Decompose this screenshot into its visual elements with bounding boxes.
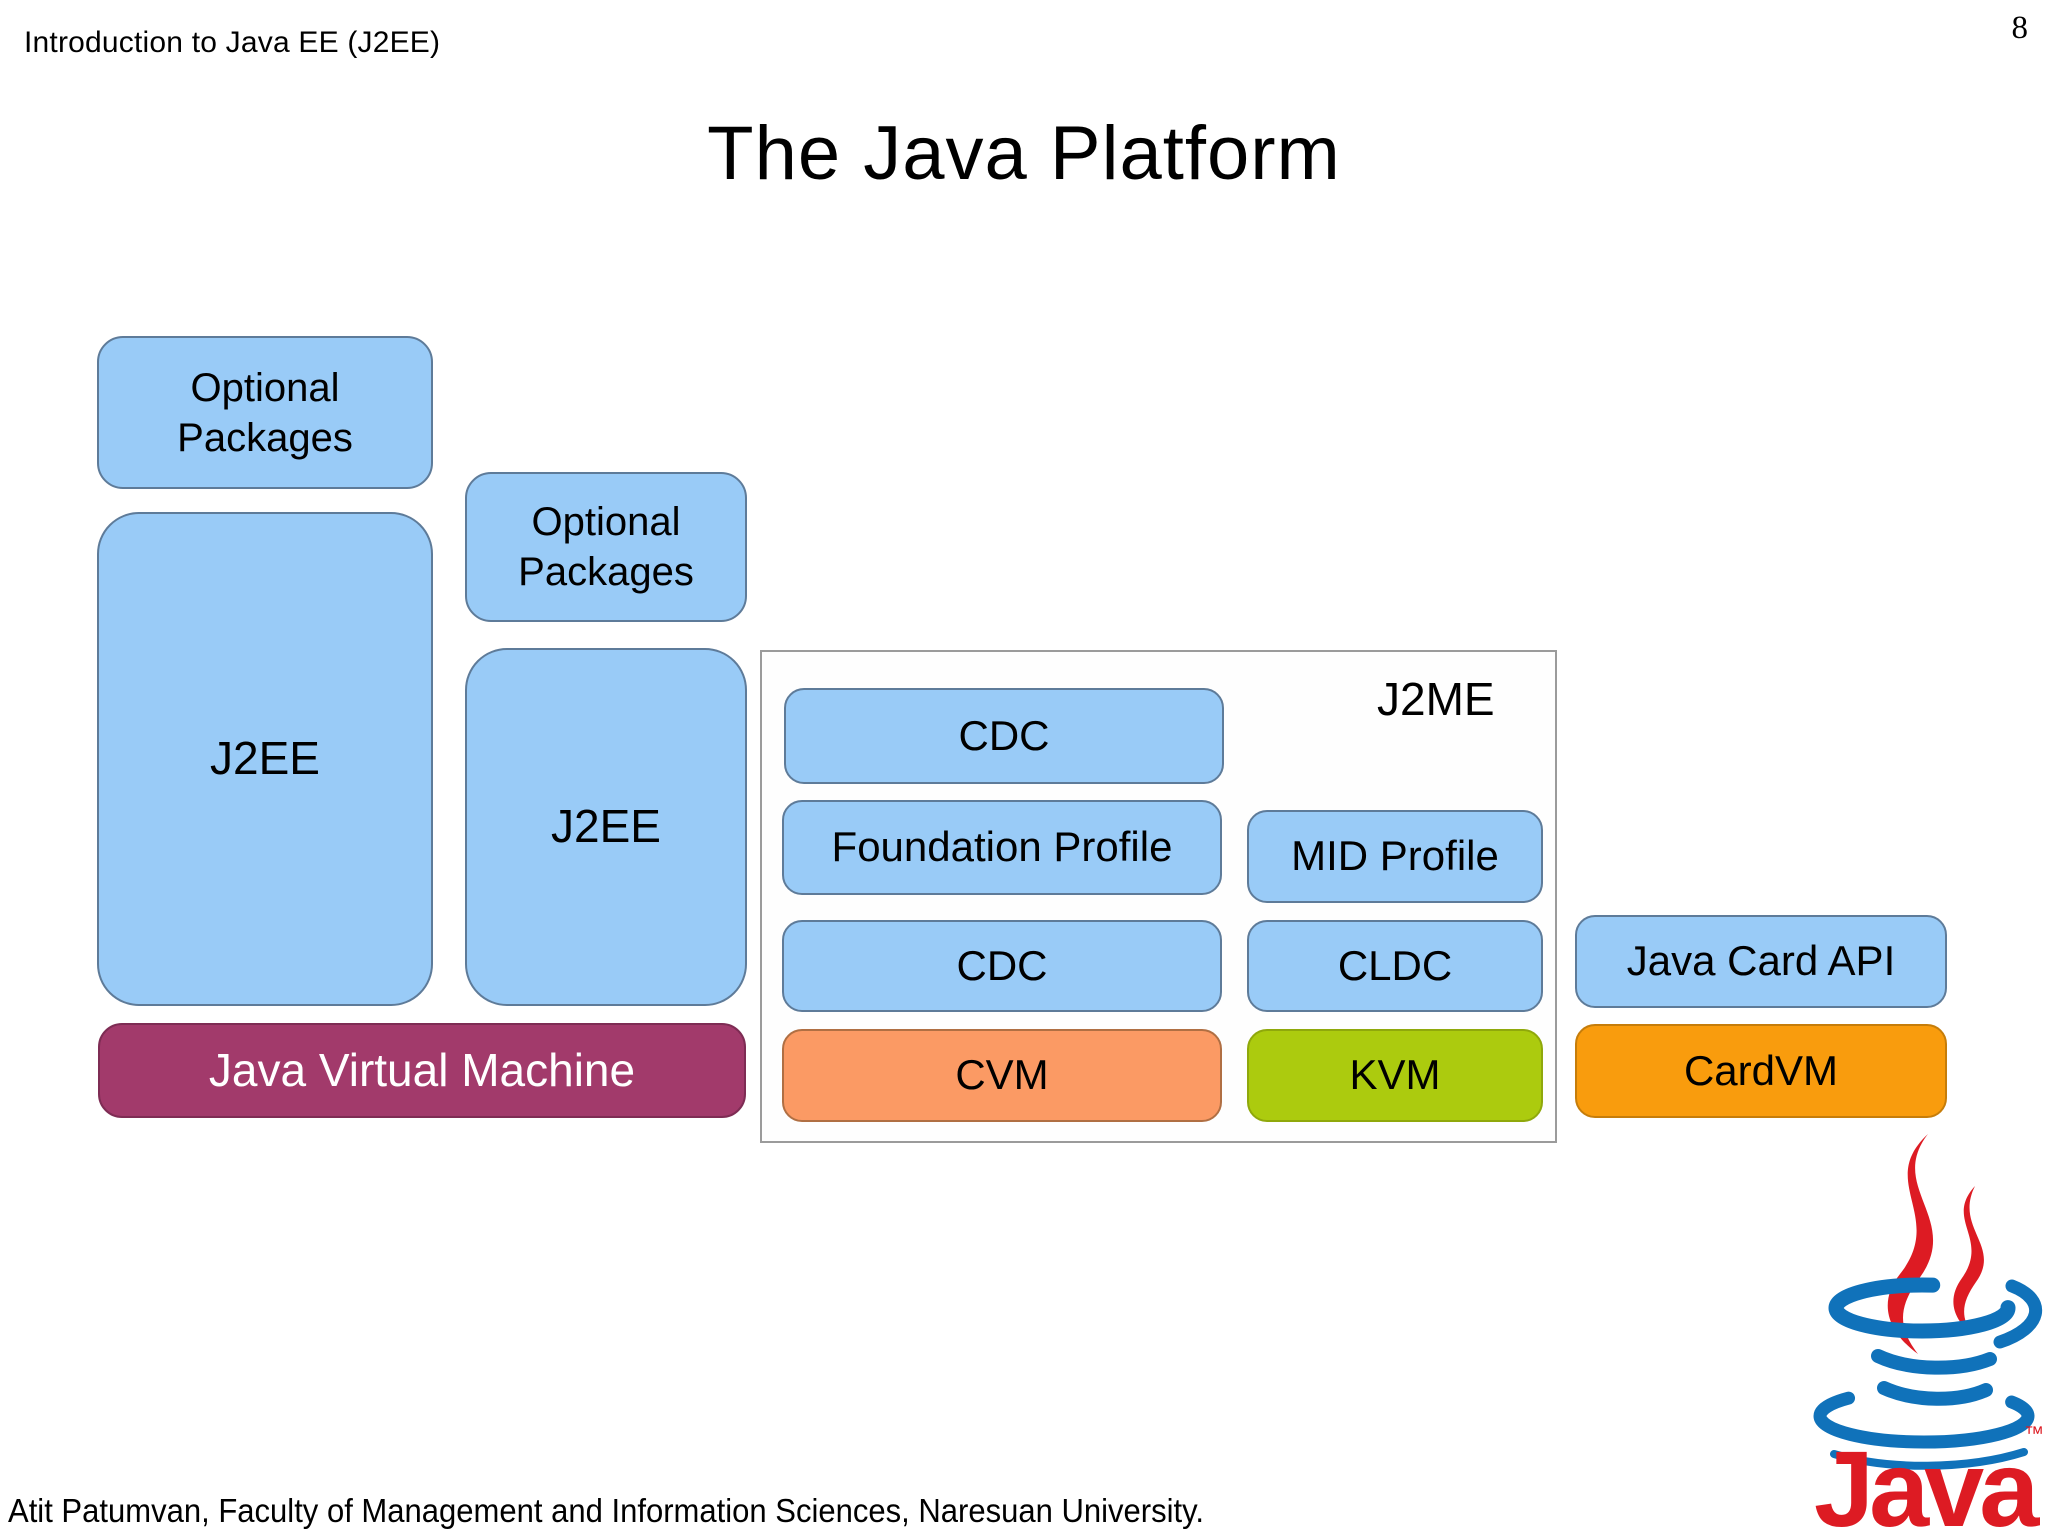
- box-cdc-top: CDC: [784, 688, 1224, 784]
- box-java-card-api: Java Card API: [1575, 915, 1947, 1008]
- box-cldc: CLDC: [1247, 920, 1543, 1012]
- java-logo-steam-icon: [1887, 1134, 1984, 1354]
- j2me-container: J2ME CDC Foundation Profile MID Profile …: [760, 650, 1557, 1143]
- box-java-virtual-machine: Java Virtual Machine: [98, 1023, 746, 1118]
- java-logo-text: Java: [1814, 1428, 2040, 1535]
- box-cdc: CDC: [782, 920, 1222, 1012]
- box-mid-profile: MID Profile: [1247, 810, 1543, 903]
- box-cardvm: CardVM: [1575, 1024, 1947, 1118]
- box-j2ee-2: J2EE: [465, 648, 747, 1006]
- page-title: The Java Platform: [707, 111, 1341, 196]
- java-logo-icon: Java ™: [1813, 1134, 2044, 1535]
- box-foundation-profile: Foundation Profile: [782, 800, 1222, 895]
- java-logo-tm: ™: [2024, 1423, 2044, 1445]
- slide-header-text: Introduction to Java EE (J2EE): [24, 26, 441, 59]
- java-logo-cup-icon: [1813, 1277, 2043, 1470]
- page-number: 8: [2011, 10, 2029, 46]
- box-optional-packages-2: Optional Packages: [465, 472, 747, 622]
- slide-footer: Atit Patumvan, Faculty of Management and…: [8, 1492, 1204, 1529]
- box-j2ee-1: J2EE: [97, 512, 433, 1006]
- box-kvm: KVM: [1247, 1029, 1543, 1122]
- box-optional-packages-1: Optional Packages: [97, 336, 433, 489]
- box-cvm: CVM: [782, 1029, 1222, 1122]
- j2me-label: J2ME: [1377, 673, 1495, 725]
